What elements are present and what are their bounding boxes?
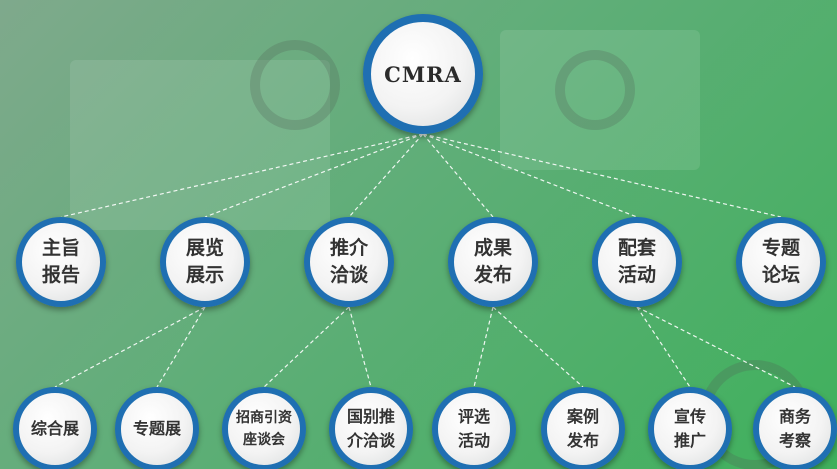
item-node: 宣传 推广: [648, 387, 732, 469]
connector-line: [348, 133, 424, 218]
category-node: 推介 洽谈: [304, 217, 394, 307]
category-label: 展览 展示: [185, 237, 224, 286]
category-label: 主旨 报告: [41, 237, 80, 286]
item-label: 宣传 推广: [673, 407, 706, 450]
connector-line: [54, 306, 206, 388]
category-node: 成果 发布: [448, 217, 538, 307]
item-node: 商务 考察: [753, 387, 837, 469]
item-node: 案例 发布: [541, 387, 625, 469]
item-label: 专题展: [132, 419, 181, 438]
item-node: 国别推 介洽谈: [329, 387, 413, 469]
item-node: 综合展: [13, 387, 97, 469]
item-label: 案例 发布: [566, 407, 599, 450]
item-label: 综合展: [30, 419, 79, 438]
connector-line: [422, 133, 638, 218]
background-gear-icon: [555, 50, 635, 130]
connector-line: [348, 306, 372, 388]
category-node: 配套 活动: [592, 217, 682, 307]
root-label: CMRA: [384, 61, 462, 87]
connector-line: [156, 306, 206, 388]
connector-line: [422, 133, 782, 218]
item-node: 招商引资 座谈会: [222, 387, 306, 469]
connector-line: [473, 306, 494, 388]
connector-line: [263, 306, 350, 388]
item-label: 国别推 介洽谈: [346, 407, 395, 450]
item-label: 商务 考察: [778, 407, 811, 450]
category-label: 配套 活动: [617, 237, 656, 286]
item-label: 评选 活动: [457, 407, 490, 450]
root-node: CMRA: [363, 14, 483, 134]
category-node: 主旨 报告: [16, 217, 106, 307]
background-gear-icon: [250, 40, 340, 130]
connector-line: [636, 306, 691, 388]
item-node: 专题展: [115, 387, 199, 469]
connector-line: [204, 133, 424, 218]
connector-line: [636, 306, 796, 388]
category-node: 专题 论坛: [736, 217, 826, 307]
item-node: 评选 活动: [432, 387, 516, 469]
connector-line: [60, 133, 424, 218]
category-label: 推介 洽谈: [329, 237, 368, 286]
category-node: 展览 展示: [160, 217, 250, 307]
connector-line: [422, 133, 494, 218]
category-label: 专题 论坛: [761, 237, 800, 286]
connector-line: [492, 306, 584, 388]
item-label: 招商引资 座谈会: [236, 410, 292, 448]
category-label: 成果 发布: [473, 237, 512, 286]
